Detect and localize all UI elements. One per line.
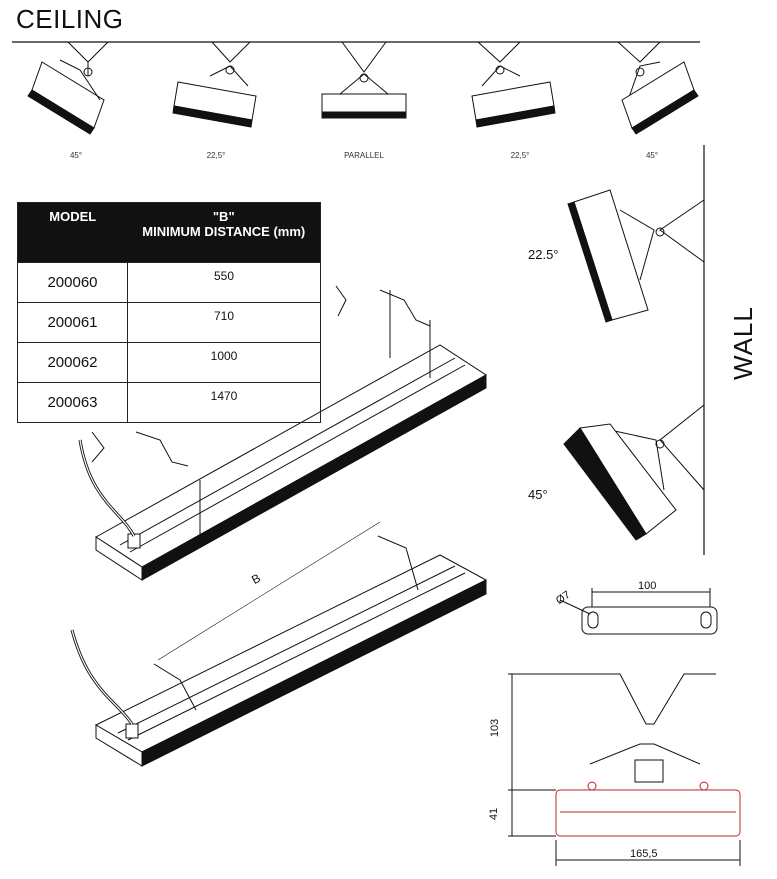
angle-label-22-left: 22,5° xyxy=(206,151,226,160)
profile-width: 165,5 xyxy=(630,848,658,860)
header-b-label: "B" xyxy=(212,209,235,224)
heater-iso-bottom xyxy=(70,521,488,767)
distance-cell: 1000 xyxy=(127,342,321,383)
header-b: "B" MINIMUM DISTANCE (mm) xyxy=(127,202,321,263)
bracket-width-label: 100 xyxy=(638,580,657,592)
profile-housing xyxy=(555,781,741,837)
angle-label-45-right: 45° xyxy=(645,151,659,160)
header-b-sub: MINIMUM DISTANCE (mm) xyxy=(142,224,306,239)
bracket-plate xyxy=(559,588,718,635)
angle-label-parallel: PARALLEL xyxy=(344,151,384,160)
table-row: 200061 710 xyxy=(17,302,321,343)
profile-height-bottom: 41 xyxy=(488,807,501,821)
wall-mount-22 xyxy=(567,189,705,323)
model-cell: 200061 xyxy=(17,302,128,343)
table-header-row: MODEL "B" MINIMUM DISTANCE (mm) xyxy=(17,202,321,263)
distance-cell: 710 xyxy=(127,302,321,343)
wall-label: WALL xyxy=(728,306,758,380)
header-model: MODEL xyxy=(17,202,128,263)
table-row: 200063 1470 xyxy=(17,382,321,423)
ceiling-mount-45-right xyxy=(617,41,699,135)
wall-mount-45 xyxy=(563,404,705,541)
ceiling-mount-45-left xyxy=(27,41,109,135)
heater-iso-top xyxy=(78,285,487,581)
distance-cell: 1470 xyxy=(127,382,321,423)
wall-angle-22: 22.5° xyxy=(528,247,559,262)
ceiling-mount-parallel xyxy=(321,41,407,119)
wall-angle-45: 45° xyxy=(528,487,548,502)
profile-view xyxy=(508,673,741,866)
page-title: CEILING xyxy=(16,4,124,34)
table-row: 200062 1000 xyxy=(17,342,321,383)
profile-height-top: 103 xyxy=(489,718,502,738)
angle-label-22-right: 22,5° xyxy=(510,151,530,160)
ceiling-mount-22-left xyxy=(172,41,257,128)
distance-cell: 550 xyxy=(127,262,321,303)
model-cell: 200060 xyxy=(17,262,128,303)
model-cell: 200063 xyxy=(17,382,128,423)
model-distance-table: MODEL "B" MINIMUM DISTANCE (mm) 200060 5… xyxy=(17,202,321,423)
angle-label-45-left: 45° xyxy=(69,151,83,160)
model-cell: 200062 xyxy=(17,342,128,383)
table-row: 200060 550 xyxy=(17,262,321,303)
ceiling-mount-22-right xyxy=(471,41,556,128)
